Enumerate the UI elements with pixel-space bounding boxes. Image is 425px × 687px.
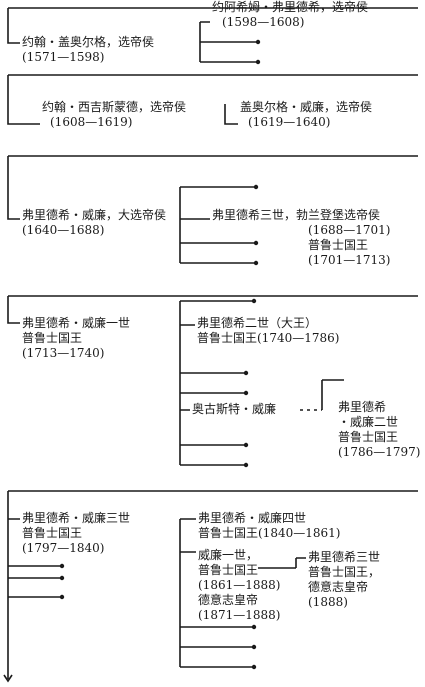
person-friedrich-iii-elector: 弗里德希三世，勃兰登堡选帝侯 (1688—1701) 普鲁士国王 (1701—1… <box>212 208 390 268</box>
person-line2: 普鲁士国王 <box>22 526 83 540</box>
person-title: 约阿希姆・弗里德希，选帝侯 <box>212 0 369 14</box>
person-august-wilhelm: 奥古斯特・威廉 <box>192 402 276 417</box>
person-friedrich-wilhelm-i: 弗里德希・威廉一世 普鲁士国王 (1713—1740) <box>22 316 130 361</box>
descendant-dot <box>251 624 257 630</box>
person-years: (1571—1598) <box>22 50 105 64</box>
person-title: 弗里德希・威廉四世 <box>198 511 307 525</box>
person-johann-sigismund: 约翰・西吉斯蒙德，选帝侯 (1608—1619) <box>42 100 186 130</box>
person-title: 奥古斯特・威廉 <box>192 402 277 416</box>
person-years: (1888) <box>308 595 348 609</box>
descendant-dot <box>251 664 257 670</box>
person-title: 威廉一世， <box>198 548 259 562</box>
person-line2: 普鲁士国王 <box>198 563 259 577</box>
person-friedrich-wilhelm-iv: 弗里德希・威廉四世 普鲁士国王(1840—1861) <box>198 511 340 541</box>
descendant-dot <box>243 442 249 448</box>
person-line4: 德意志皇帝 <box>198 593 259 607</box>
person-title: 弗里德希三世，勃兰登堡选帝侯 <box>212 208 381 222</box>
person-title: 弗里德希・威廉，大选帝侯 <box>22 208 167 222</box>
person-title: 盖奥尔格・威廉，选帝侯 <box>240 100 373 114</box>
person-years: (1640—1688) <box>22 223 105 237</box>
person-line3: 普鲁士国王 <box>338 430 399 444</box>
descendant-dot <box>253 184 259 190</box>
person-title: 弗里德希三世 <box>308 550 381 564</box>
person-friedrich-wilhelm-ii: 弗里德希 ・威廉二世 普鲁士国王 (1786—1797) <box>338 400 420 460</box>
person-line2: 普鲁士国王， <box>308 565 381 579</box>
person-line1: 弗里德希 <box>338 400 387 414</box>
person-king-years: (1701—1713) <box>308 253 391 267</box>
descendant-dot <box>255 59 261 65</box>
person-years: (1598—1608) <box>222 15 305 29</box>
person-years2: (1871—1888) <box>198 608 281 622</box>
descendant-dot <box>255 39 261 45</box>
descendant-dot <box>251 644 257 650</box>
person-line3: 德意志皇帝 <box>308 580 369 594</box>
person-joachim-friedrich: 约阿希姆・弗里德希，选帝侯 (1598—1608) <box>212 0 368 30</box>
person-friedrich-ii: 弗里德希二世（大王） 普鲁士国王(1740—1786) <box>197 316 339 346</box>
person-years: (1786—1797) <box>338 445 421 459</box>
person-years: (1688—1701) <box>308 223 391 237</box>
person-line2: ・威廉二世 <box>338 415 399 429</box>
person-line2: 普鲁士国王 <box>22 331 83 345</box>
person-wilhelm-i: 威廉一世， 普鲁士国王 (1861—1888) 德意志皇帝 (1871—1888… <box>198 548 280 623</box>
person-friedrich-wilhelm-elector: 弗里德希・威廉，大选帝侯 (1640—1688) <box>22 208 166 238</box>
descendant-dot <box>243 390 249 396</box>
person-title: 约翰・盖奥尔格，选帝侯 <box>22 35 155 49</box>
person-line2: 普鲁士国王(1740—1786) <box>197 331 340 345</box>
person-years: (1861—1888) <box>198 578 281 592</box>
descendant-dot <box>253 240 259 246</box>
person-years: (1797—1840) <box>22 541 105 555</box>
person-title: 弗里德希・威廉三世 <box>22 511 131 525</box>
descendant-dot <box>251 298 257 304</box>
descendant-dot <box>243 462 249 468</box>
person-georg-wilhelm: 盖奥尔格・威廉，选帝侯 (1619—1640) <box>240 100 372 130</box>
person-title: 弗里德希二世（大王） <box>197 316 318 330</box>
descendant-dot <box>59 575 65 581</box>
descendant-dot <box>59 563 65 569</box>
person-line2: 普鲁士国王(1840—1861) <box>198 526 341 540</box>
person-title: 弗里德希・威廉一世 <box>22 316 131 330</box>
person-friedrich-iii-emperor: 弗里德希三世 普鲁士国王， 德意志皇帝 (1888) <box>308 550 380 610</box>
descendant-dot <box>59 594 65 600</box>
person-title: 约翰・西吉斯蒙德，选帝侯 <box>42 100 187 114</box>
person-friedrich-wilhelm-iii: 弗里德希・威廉三世 普鲁士国王 (1797—1840) <box>22 511 130 556</box>
person-king-title: 普鲁士国王 <box>308 238 369 252</box>
person-johann-georg: 约翰・盖奥尔格，选帝侯 (1571—1598) <box>22 35 154 65</box>
descendant-dot <box>243 370 249 376</box>
descendant-dot <box>253 260 259 266</box>
person-years: (1619—1640) <box>248 115 331 129</box>
person-years: (1608—1619) <box>50 115 133 129</box>
person-years: (1713—1740) <box>22 346 105 360</box>
